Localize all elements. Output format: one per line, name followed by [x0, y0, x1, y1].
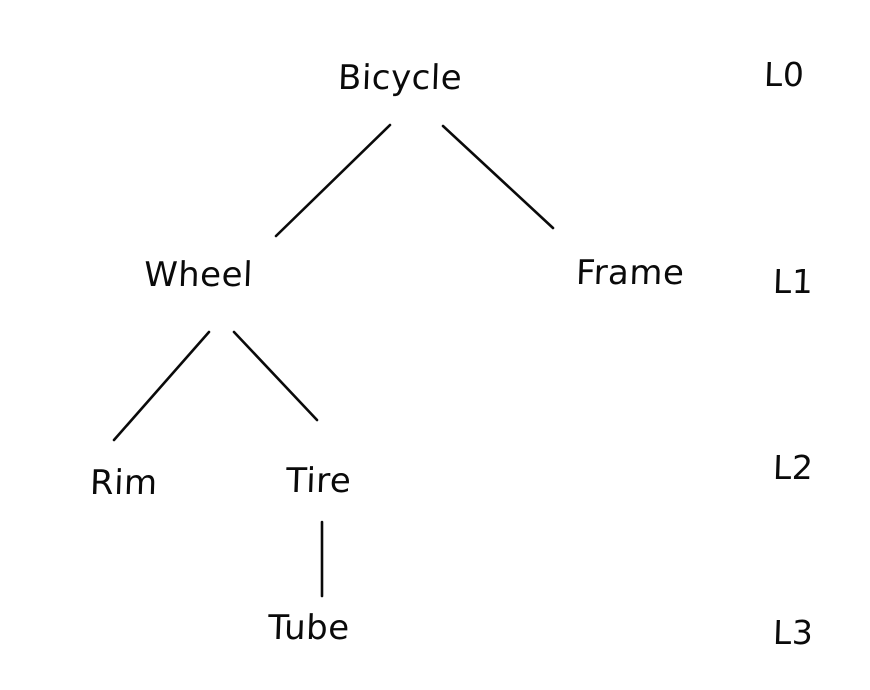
node-tire[interactable]: Tire [285, 461, 353, 501]
node-frame[interactable]: Frame [575, 253, 686, 293]
level-label-l0: L0 [763, 55, 806, 94]
level-label-l3: L3 [772, 613, 815, 652]
node-tube[interactable]: Tube [267, 608, 351, 648]
node-rim[interactable]: Rim [89, 463, 159, 503]
edge-wheel-tire [232, 330, 319, 422]
edge-wheel-rim [112, 330, 211, 442]
level-label-l2: L2 [772, 448, 815, 487]
edge-bicycle-frame [441, 124, 555, 230]
level-label-l1: L1 [772, 262, 815, 301]
edge-bicycle-wheel [274, 123, 392, 238]
node-wheel[interactable]: Wheel [143, 255, 254, 295]
node-bicycle[interactable]: Bicycle [337, 58, 463, 98]
